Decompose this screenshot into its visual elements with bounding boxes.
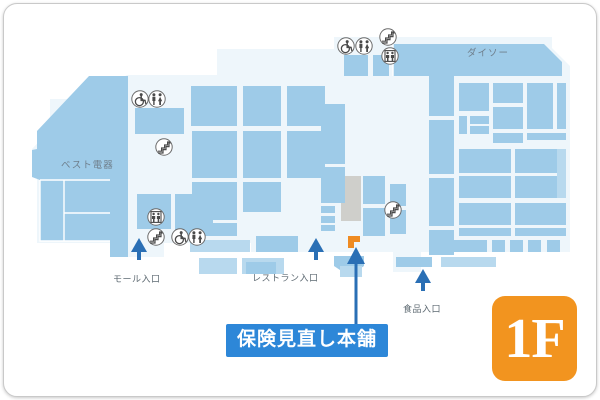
escalator-icon	[155, 138, 173, 156]
wheelchair-icon	[171, 228, 189, 246]
entrance-label-mall: モール入口	[113, 274, 161, 284]
store-label-best-denki: ベスト電器	[61, 160, 114, 171]
current-store-name: 保険見直し本舗	[237, 329, 378, 350]
store-cluster-center[interactable]	[321, 104, 406, 236]
escalator-icon	[379, 28, 397, 46]
store-band-lower-left[interactable]	[190, 236, 298, 252]
store-cluster-center-left[interactable]	[191, 86, 325, 236]
entrance-label-restaurant: レストラン入口	[252, 273, 319, 283]
entrance-arrow-food	[415, 269, 431, 291]
entrance-arrow-restaurant	[308, 238, 324, 260]
wheelchair-icon	[131, 90, 149, 108]
store-label-daiso: ダイソー	[467, 48, 510, 59]
elevator-icon	[381, 47, 399, 65]
mall-floor-map[interactable]	[4, 4, 597, 397]
restroom-icon	[148, 90, 166, 108]
elevator-icon	[147, 208, 165, 226]
store-cluster-bottom[interactable]	[199, 256, 496, 277]
escalator-icon	[384, 201, 402, 219]
floor-map-card: ベスト電器 ダイソー モール入口 レストラン入口 食品入口 保険見直し本舗 1F	[3, 3, 597, 397]
escalator-icon	[147, 228, 165, 246]
escalator-structure-block	[341, 176, 361, 221]
location-pointer-line	[347, 247, 365, 326]
entrance-label-food: 食品入口	[403, 304, 442, 314]
store-best-denki[interactable]	[32, 76, 128, 257]
current-store-marker[interactable]	[348, 236, 360, 248]
restroom-icon	[188, 228, 206, 246]
store-grid-right[interactable]	[429, 83, 566, 252]
floor-badge[interactable]: 1F	[492, 296, 577, 381]
current-store-callout[interactable]: 保険見直し本舗	[226, 324, 389, 357]
store-column-right-center[interactable]	[429, 53, 454, 255]
wheelchair-icon	[337, 37, 355, 55]
entrance-arrow-mall	[131, 238, 147, 260]
floor-badge-label: 1F	[504, 307, 565, 370]
restroom-icon	[355, 37, 373, 55]
